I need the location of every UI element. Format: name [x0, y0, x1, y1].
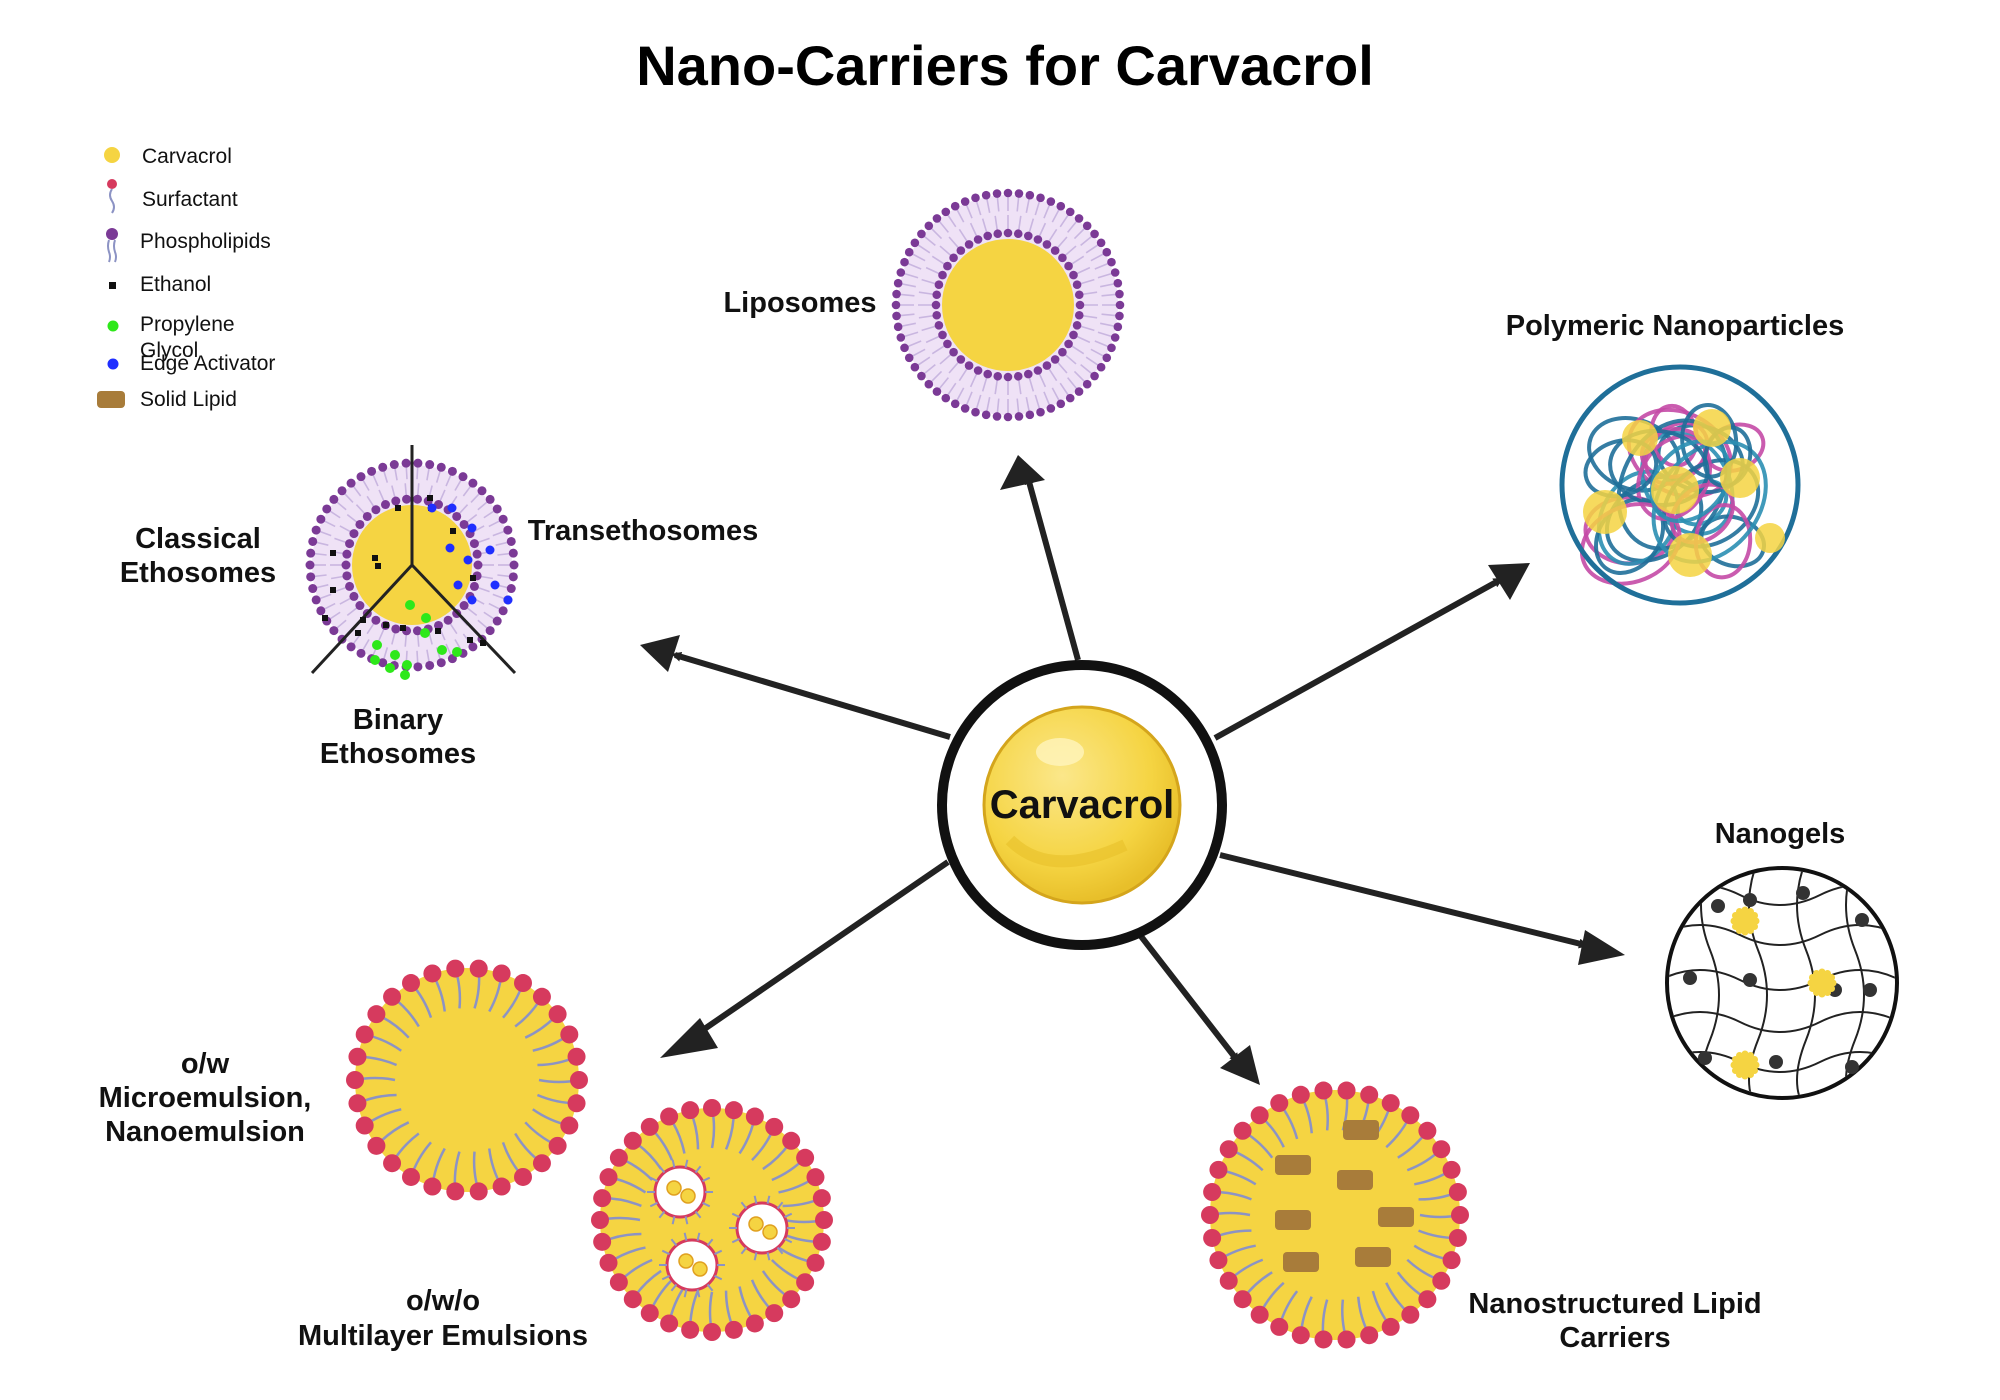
- center-label: Carvacrol: [990, 783, 1175, 827]
- arrow-to-emulsions: [696, 859, 950, 1035]
- ethosome-illustration: [305, 445, 519, 680]
- label-classical-ethosomes-1: Classical: [135, 523, 261, 555]
- legend-label-edge-activator: Edge Activator: [140, 352, 275, 375]
- label-nlc-2: Carriers: [1559, 1322, 1670, 1354]
- label-multilayer-2: Multilayer Emulsions: [298, 1320, 588, 1352]
- solid-lipid-block-icon: [97, 391, 125, 408]
- arrow-to-nlc: [1137, 933, 1240, 1064]
- label-nlc-1: Nanostructured Lipid: [1468, 1288, 1761, 1320]
- label-polymeric: Polymeric Nanoparticles: [1506, 310, 1844, 342]
- legend-label-phospholipids: Phospholipids: [140, 230, 271, 253]
- page-title: Nano-Carriers for Carvacrol: [636, 34, 1374, 97]
- legend-label-surfactant: Surfactant: [142, 188, 238, 211]
- label-microemulsion-2: Microemulsion,: [99, 1082, 312, 1114]
- arrow-to-ethosomes: [671, 651, 951, 740]
- legend-label-solid-lipid: Solid Lipid: [140, 388, 237, 411]
- label-classical-ethosomes-2: Ethosomes: [120, 557, 276, 589]
- arrows: [671, 474, 1589, 1064]
- legend-label-propylene: Propylene: [140, 313, 235, 336]
- label-nanogels: Nanogels: [1715, 818, 1846, 850]
- nanogel-illustration: [1665, 866, 1899, 1100]
- center-carvacrol: Carvacrol: [937, 660, 1227, 950]
- label-multilayer-1: o/w/o: [406, 1285, 480, 1317]
- nlc-illustration: [1201, 1081, 1469, 1349]
- label-transethosomes: Transethosomes: [528, 515, 758, 547]
- legend-label-ethanol: Ethanol: [140, 273, 211, 296]
- label-binary-ethosomes-1: Binary: [353, 704, 443, 736]
- label-binary-ethosomes-2: Ethosomes: [320, 738, 476, 770]
- surfactant-icon: [107, 179, 117, 214]
- arrow-to-liposomes: [1024, 474, 1081, 661]
- edge-activator-dot-icon: [107, 358, 119, 370]
- label-liposomes: Liposomes: [723, 287, 876, 319]
- phospholipid-icon: [106, 228, 118, 263]
- propylene-glycol-dot-icon: [107, 320, 119, 332]
- ethanol-square-icon: [109, 282, 116, 289]
- arrow-to-nanogels: [1219, 852, 1589, 949]
- arrowheads: [640, 455, 1625, 1085]
- polymeric-nanoparticle-illustration: [1559, 364, 1801, 606]
- arrow-to-polymeric: [1213, 577, 1504, 741]
- carvacrol-dot-icon: [104, 147, 120, 163]
- legend: Carvacrol Surfactant Phospholipids Ethan…: [97, 145, 275, 411]
- microemulsion-illustration: [346, 959, 588, 1201]
- legend-label-carvacrol: Carvacrol: [142, 145, 232, 168]
- label-microemulsion-3: Nanoemulsion: [105, 1116, 305, 1148]
- multilayer-emulsion-illustration: [591, 1099, 833, 1341]
- liposome-illustration: [891, 188, 1125, 422]
- legend-label-glycol: Glycol: [140, 339, 198, 362]
- label-microemulsion-1: o/w: [181, 1048, 230, 1080]
